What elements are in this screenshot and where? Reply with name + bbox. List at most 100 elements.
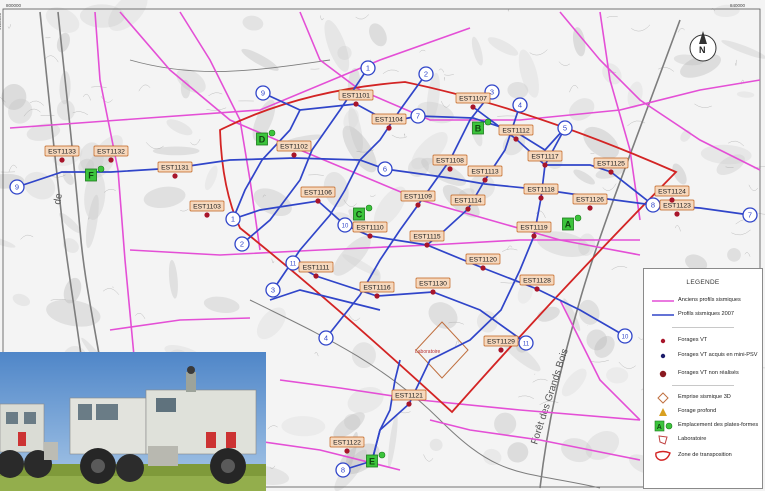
map-frame bbox=[2, 8, 761, 488]
station-marker[interactable]: EST1130 bbox=[415, 277, 451, 295]
platform-marker[interactable]: B bbox=[472, 118, 492, 135]
station-marker[interactable]: EST1118 bbox=[523, 183, 559, 201]
coord-left: 800000 bbox=[6, 3, 22, 8]
legend-item-old-profiles: Anciens profils sismiques bbox=[644, 295, 762, 307]
legend-item-forages-non: Forages VT non réalisés bbox=[644, 368, 762, 380]
forage-dot bbox=[534, 286, 540, 292]
station-marker[interactable]: EST1129 bbox=[483, 335, 519, 353]
station-marker[interactable]: EST1133 bbox=[44, 145, 80, 163]
profile-number: 7 bbox=[416, 112, 420, 121]
profile-number-marker: 4 bbox=[318, 330, 334, 346]
profile-number-marker: 10 bbox=[617, 328, 633, 344]
platform-marker[interactable]: C bbox=[353, 204, 373, 221]
station-marker[interactable]: EST1112 bbox=[498, 124, 534, 142]
station-marker[interactable]: EST1108 bbox=[432, 154, 468, 172]
platform-icon: A bbox=[654, 420, 673, 432]
station-marker[interactable]: EST1113 bbox=[467, 165, 503, 183]
station-marker[interactable]: EST1114 bbox=[450, 194, 486, 212]
platform-letter: A bbox=[565, 219, 572, 229]
forage-dot bbox=[353, 101, 359, 107]
forage-dot bbox=[465, 206, 471, 212]
station-marker[interactable]: EST1102 bbox=[276, 140, 312, 158]
station-label: EST1124 bbox=[658, 189, 686, 196]
emprise-3d bbox=[415, 321, 469, 379]
station-marker[interactable]: EST1121 bbox=[391, 389, 427, 407]
station-marker[interactable]: EST1124 bbox=[654, 185, 690, 203]
station-marker[interactable]: EST1117 bbox=[527, 150, 563, 168]
svg-text:N: N bbox=[699, 45, 706, 55]
station-label: EST1117 bbox=[531, 154, 559, 161]
platform-marker[interactable]: A bbox=[562, 214, 582, 231]
platform-letter: F bbox=[88, 170, 94, 180]
legend-label: Forages VT bbox=[678, 337, 708, 343]
station-marker[interactable]: EST1101 bbox=[338, 89, 374, 107]
station-marker[interactable]: EST1120 bbox=[465, 253, 501, 271]
profile-number: 1 bbox=[366, 64, 370, 73]
forage-dot bbox=[447, 166, 453, 172]
profile-number: 8 bbox=[341, 466, 345, 475]
station-marker[interactable]: EST1104 bbox=[371, 113, 407, 131]
station-marker[interactable]: EST1110 bbox=[352, 221, 388, 239]
profile-number: 9 bbox=[261, 89, 265, 98]
station-marker[interactable]: EST1119 bbox=[516, 221, 552, 239]
legend-label: Emprise sismique 3D bbox=[678, 394, 731, 400]
platform-marker[interactable]: E bbox=[366, 451, 386, 468]
platform-letter: C bbox=[356, 209, 363, 219]
station-marker[interactable]: EST1123 bbox=[659, 199, 695, 217]
station-marker[interactable]: EST1111 bbox=[298, 261, 334, 279]
platform-marker[interactable]: D bbox=[256, 129, 276, 146]
station-marker[interactable]: EST1115 bbox=[409, 230, 445, 248]
profile-number: 7 bbox=[748, 211, 752, 220]
station-marker[interactable]: EST1122 bbox=[329, 436, 365, 454]
station-marker[interactable]: EST1128 bbox=[519, 274, 555, 292]
forage-dot bbox=[172, 173, 178, 179]
profile-number-marker: 8 bbox=[645, 197, 661, 213]
profile-number: 10 bbox=[342, 224, 349, 230]
legend-item-zone: Zone de transposition bbox=[644, 450, 762, 462]
forage-dot bbox=[374, 293, 380, 299]
profile-number-marker: 2 bbox=[418, 66, 434, 82]
profile-number-marker: 11 bbox=[285, 255, 301, 271]
north-arrow-icon: N bbox=[689, 31, 717, 62]
station-marker[interactable]: EST1126 bbox=[572, 193, 608, 211]
station-label: EST1118 bbox=[527, 187, 555, 194]
forage-dot bbox=[538, 195, 544, 201]
station-marker[interactable]: EST1106 bbox=[300, 186, 336, 204]
platform-marker[interactable]: F bbox=[85, 165, 105, 182]
station-marker[interactable]: EST1132 bbox=[93, 145, 129, 163]
profile-number-marker: 6 bbox=[377, 161, 393, 177]
forage-dot bbox=[386, 125, 392, 131]
forage-dot bbox=[315, 198, 321, 204]
profile-number: 11 bbox=[290, 262, 297, 268]
station-label: EST1104 bbox=[375, 117, 403, 124]
station-label: EST1106 bbox=[304, 190, 332, 197]
station-marker[interactable]: EST1109 bbox=[400, 190, 436, 208]
legend-label: Anciens profils sismiques bbox=[678, 297, 741, 303]
station-marker[interactable]: EST1131 bbox=[157, 161, 193, 179]
map-legend: LEGENDE Anciens profils sismiques Profil… bbox=[643, 268, 763, 489]
station-label: EST1132 bbox=[97, 149, 125, 156]
station-marker[interactable]: EST1116 bbox=[359, 281, 395, 299]
forage-dot bbox=[344, 448, 350, 454]
forage-dot bbox=[430, 289, 436, 295]
station-label: EST1116 bbox=[363, 285, 391, 292]
platform-letter: B bbox=[475, 123, 482, 133]
laboratory-icon bbox=[658, 435, 668, 445]
station-label: EST1133 bbox=[48, 149, 76, 156]
legend-label: Forages VT acquis en mini-PSV bbox=[678, 352, 758, 358]
legend-item-platforms: A Emplacement des plates-formes bbox=[644, 420, 762, 432]
profile-number-marker: 7 bbox=[410, 108, 426, 124]
forage-dot bbox=[406, 401, 412, 407]
legend-item-forages: Forages VT bbox=[644, 335, 762, 347]
station-label: EST1125 bbox=[597, 161, 625, 168]
profile-number: 4 bbox=[324, 334, 328, 343]
station-marker[interactable]: EST1125 bbox=[593, 157, 629, 175]
station-label: EST1123 bbox=[663, 203, 691, 210]
profile-number: 3 bbox=[271, 286, 275, 295]
magenta-line-icon bbox=[652, 300, 674, 302]
station-marker[interactable]: EST1103 bbox=[189, 200, 225, 218]
profile-number-marker: 3 bbox=[265, 282, 281, 298]
forage-dot bbox=[542, 162, 548, 168]
station-marker[interactable]: EST1107 bbox=[455, 92, 491, 110]
profile-number-marker: 1 bbox=[360, 60, 376, 76]
